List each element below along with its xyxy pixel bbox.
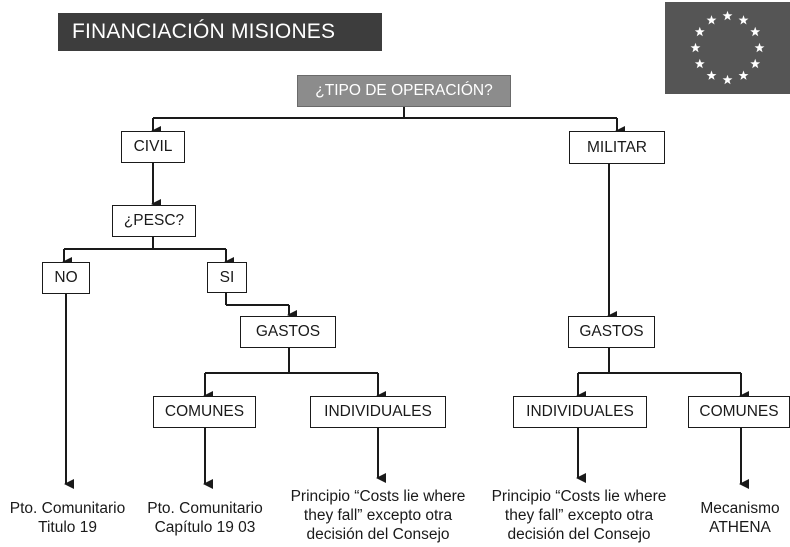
star-icon <box>722 10 733 21</box>
page-title: FINANCIACIÓN MISIONES <box>58 13 382 51</box>
outcome-line: Titulo 19 <box>38 519 97 536</box>
outcome-line: ATHENA <box>709 519 771 536</box>
operation-type-question: ¿TIPO DE OPERACIÓN? <box>297 75 511 107</box>
outcome-line: Capítulo 19 03 <box>154 519 256 536</box>
pesc-question: ¿PESC? <box>112 205 196 237</box>
star-icon <box>750 26 761 37</box>
civil-node: CIVIL <box>121 131 185 163</box>
outcome-line: they fall” excepto otra <box>504 507 654 524</box>
militar-node: MILITAR <box>569 131 665 164</box>
si-node: SI <box>207 262 247 293</box>
eu-stars-icon <box>690 10 765 85</box>
outcome-line: Principio “Costs lie where <box>290 488 466 505</box>
comunes-militar-node: COMUNES <box>688 396 790 428</box>
star-icon <box>722 74 733 85</box>
outcome-line: decisión del Consejo <box>507 526 651 543</box>
star-icon <box>750 58 761 69</box>
star-icon <box>706 15 717 25</box>
outcome-comunes-militar: Mecanismo ATHENA <box>690 499 790 537</box>
gastos-militar-node: GASTOS <box>568 316 655 348</box>
outcome-line: decisión del Consejo <box>306 526 450 543</box>
star-icon <box>694 58 705 69</box>
outcome-line: Pto. Comunitario <box>147 500 263 517</box>
comunes-civil-node: COMUNES <box>153 396 256 428</box>
star-icon <box>738 70 749 80</box>
outcome-no: Pto. Comunitario Titulo 19 <box>0 499 135 537</box>
outcome-individuales-militar: Principio “Costs lie where they fall” ex… <box>482 487 676 544</box>
star-icon <box>738 15 749 25</box>
outcome-line: Mecanismo <box>700 500 780 517</box>
star-icon <box>754 42 765 53</box>
eu-flag-logo <box>665 2 790 94</box>
star-icon <box>690 42 701 53</box>
gastos-civil-node: GASTOS <box>240 316 336 348</box>
outcome-individuales-civil: Principio “Costs lie where they fall” ex… <box>281 487 475 544</box>
star-icon <box>706 70 717 80</box>
star-icon <box>694 26 705 37</box>
individuales-civil-node: INDIVIDUALES <box>310 396 446 428</box>
outcome-line: Principio “Costs lie where <box>491 488 667 505</box>
outcome-line: Pto. Comunitario <box>9 500 126 517</box>
outcome-comunes-civil: Pto. Comunitario Capítulo 19 03 <box>137 499 273 537</box>
individuales-militar-node: INDIVIDUALES <box>513 396 647 428</box>
no-node: NO <box>42 262 90 294</box>
outcome-line: they fall” excepto otra <box>303 507 453 524</box>
